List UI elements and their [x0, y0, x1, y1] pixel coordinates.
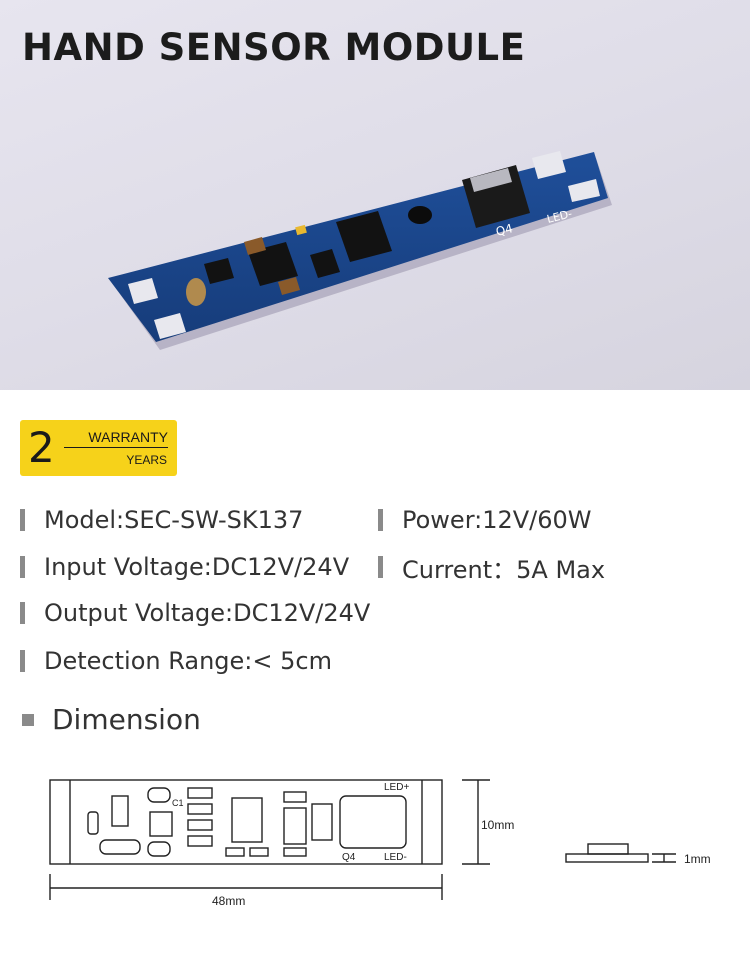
transistor-chip — [310, 249, 340, 278]
spec-current-text: Current：5A Max — [402, 555, 606, 584]
regulator-chip — [248, 242, 298, 286]
diagram-label-led-plus: LED+ — [384, 782, 409, 793]
ir-sensor — [408, 206, 432, 224]
spec-output-voltage: Output Voltage:DC12V/24V — [20, 598, 370, 628]
pad-right-bottom — [568, 179, 600, 202]
pad-left-top — [128, 278, 158, 304]
pad-right-top — [532, 151, 566, 179]
board-label-led-minus: LED- — [546, 207, 574, 226]
warranty-label: WARRANTY — [64, 429, 168, 448]
spec-bullet — [20, 650, 25, 672]
capacitor-1 — [244, 237, 266, 255]
dimension-length: 48mm — [212, 894, 246, 908]
warranty-badge: 2 WARRANTY YEARS — [20, 420, 177, 476]
diagram-label-led-minus: LED- — [384, 852, 407, 863]
spec-output-voltage-text: Output Voltage:DC12V/24V — [44, 599, 371, 627]
spec-power-text: Power:12V/60W — [402, 506, 592, 534]
side-view-component — [587, 843, 629, 855]
ic-chip — [336, 211, 392, 262]
spec-model: Model:SEC-SW-SK137 — [20, 505, 303, 535]
diagram-label-q4: Q4 — [342, 852, 356, 863]
spec-detection-range: Detection Range:< 5cm — [20, 646, 332, 676]
dimension-title: Dimension — [52, 703, 201, 736]
board-label-q4: Q4 — [494, 221, 514, 239]
spec-detection-range-text: Detection Range:< 5cm — [44, 647, 332, 675]
pad-left-bottom — [154, 313, 186, 339]
spec-model-text: Model:SEC-SW-SK137 — [44, 506, 304, 534]
spec-current: Current：5A Max — [378, 552, 606, 584]
spec-bullet — [20, 602, 25, 624]
spec-bullet — [20, 556, 25, 578]
warranty-years: YEARS — [126, 453, 167, 467]
spec-bullet — [20, 509, 25, 531]
small-chip-left — [204, 258, 234, 284]
dimension-heading: Dimension — [22, 703, 201, 736]
dimension-width: 10mm — [481, 818, 515, 832]
spec-power: Power:12V/60W — [378, 505, 592, 535]
dimension-thickness: 1mm — [684, 852, 711, 866]
sensor-board-illustration: Q4 LED- — [108, 151, 612, 350]
mosfet-outline — [339, 795, 407, 849]
side-view-board — [565, 853, 649, 863]
diagram-label-c1: C1 — [172, 798, 184, 808]
ic-outline — [231, 797, 263, 843]
spec-bullet — [378, 556, 383, 578]
spec-input-voltage-text: Input Voltage:DC12V/24V — [44, 553, 350, 581]
board-outline — [49, 779, 443, 865]
spec-bullet — [378, 509, 383, 531]
page-title: HAND SENSOR MODULE — [22, 26, 526, 69]
potentiometer — [186, 278, 206, 306]
product-photo: Q4 LED- HAND SENSOR MODULE — [0, 0, 750, 390]
heading-bullet — [22, 713, 34, 726]
capacitor-2 — [278, 277, 300, 295]
warranty-number: 2 — [28, 423, 55, 472]
yellow-resistor — [295, 224, 307, 236]
spec-input-voltage: Input Voltage:DC12V/24V — [20, 552, 349, 582]
dimension-drawing: LED+ LED- Q4 C1 — [49, 779, 676, 900]
